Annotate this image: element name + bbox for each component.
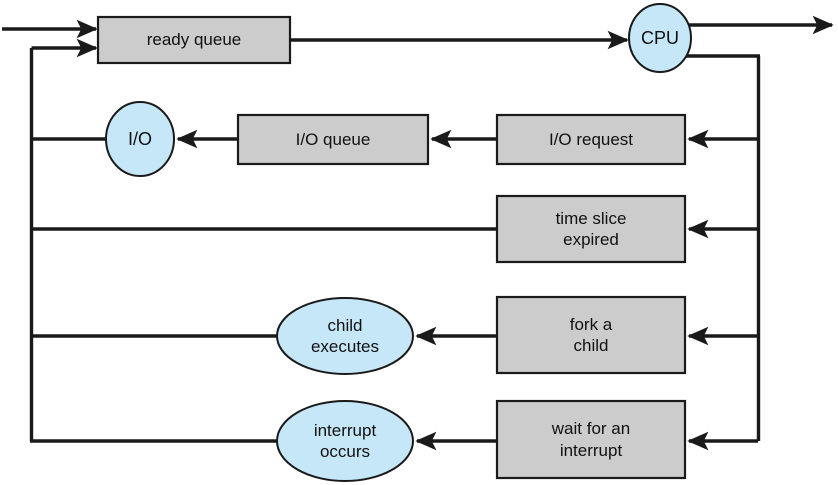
- node-io-request[interactable]: [495, 113, 687, 166]
- node-io[interactable]: [105, 101, 175, 177]
- node-io-queue[interactable]: [236, 113, 430, 166]
- edges-layer: [2, 15, 834, 451]
- node-child-executes[interactable]: [276, 297, 414, 375]
- node-time-slice-expired[interactable]: [495, 194, 687, 264]
- node-cpu[interactable]: [628, 3, 692, 73]
- nodes-layer: [96, 3, 692, 482]
- node-interrupt-occurs[interactable]: [276, 400, 414, 482]
- node-wait-for-an-interrupt[interactable]: [495, 399, 687, 480]
- node-fork-a-child[interactable]: [495, 295, 687, 375]
- node-ready-queue[interactable]: [96, 15, 292, 65]
